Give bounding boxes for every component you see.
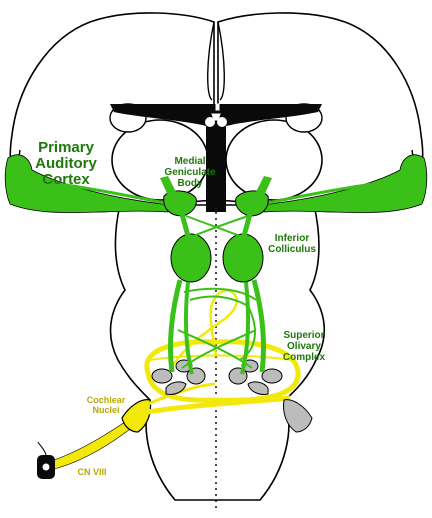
soc-yellow-ring [144, 339, 301, 403]
label-pac-line-2: Auditory [35, 155, 97, 172]
label-cn-viii: CN VIII [77, 467, 106, 477]
label-medial-geniculate-body: Medial Geniculate Body [164, 156, 216, 189]
label-cochlear-nuclei: Cochlear Nuclei [87, 395, 126, 415]
left-auditory-cortex [4, 154, 171, 213]
label-cn-line-2: Nuclei [92, 405, 119, 415]
label-soc-line-1: Superior [283, 330, 324, 341]
label-mgb-line-3: Body [178, 178, 203, 189]
brainstem [109, 204, 325, 501]
label-inferior-colliculus: Inferior Colliculus [268, 233, 316, 255]
yellow-central-loop [163, 289, 239, 383]
label-soc-line-3: Complex [283, 352, 326, 363]
label-mgb-line-2: Geniculate [164, 167, 216, 178]
ventricle [110, 104, 322, 212]
ear-symbol [37, 441, 55, 479]
right-auditory-cortex [261, 154, 428, 213]
label-pac-line-1: Primary [38, 139, 95, 156]
label-superior-olivary-complex: Superior Olivary Complex [283, 330, 326, 363]
label-mgb-line-1: Medial [174, 156, 205, 167]
label-ic-line-1: Inferior [275, 233, 310, 244]
right-inferior-colliculus [222, 233, 264, 283]
label-primary-auditory-cortex: Primary Auditory Cortex [35, 139, 97, 188]
label-ic-line-2: Colliculus [268, 244, 316, 255]
yellow-pathways [47, 289, 301, 471]
label-cn-line-1: Cochlear [87, 395, 126, 405]
green-pathways [4, 154, 428, 375]
label-pac-line-3: Cortex [42, 171, 90, 188]
cn-viii-nerve [47, 419, 135, 471]
left-cochlear-nucleus [121, 399, 152, 433]
label-soc-line-2: Olivary [287, 341, 321, 352]
left-inferior-colliculus [170, 233, 212, 283]
right-cochlear-nucleus [283, 399, 313, 433]
brain-outline [9, 12, 424, 501]
ventricle-white-marks [205, 103, 227, 127]
